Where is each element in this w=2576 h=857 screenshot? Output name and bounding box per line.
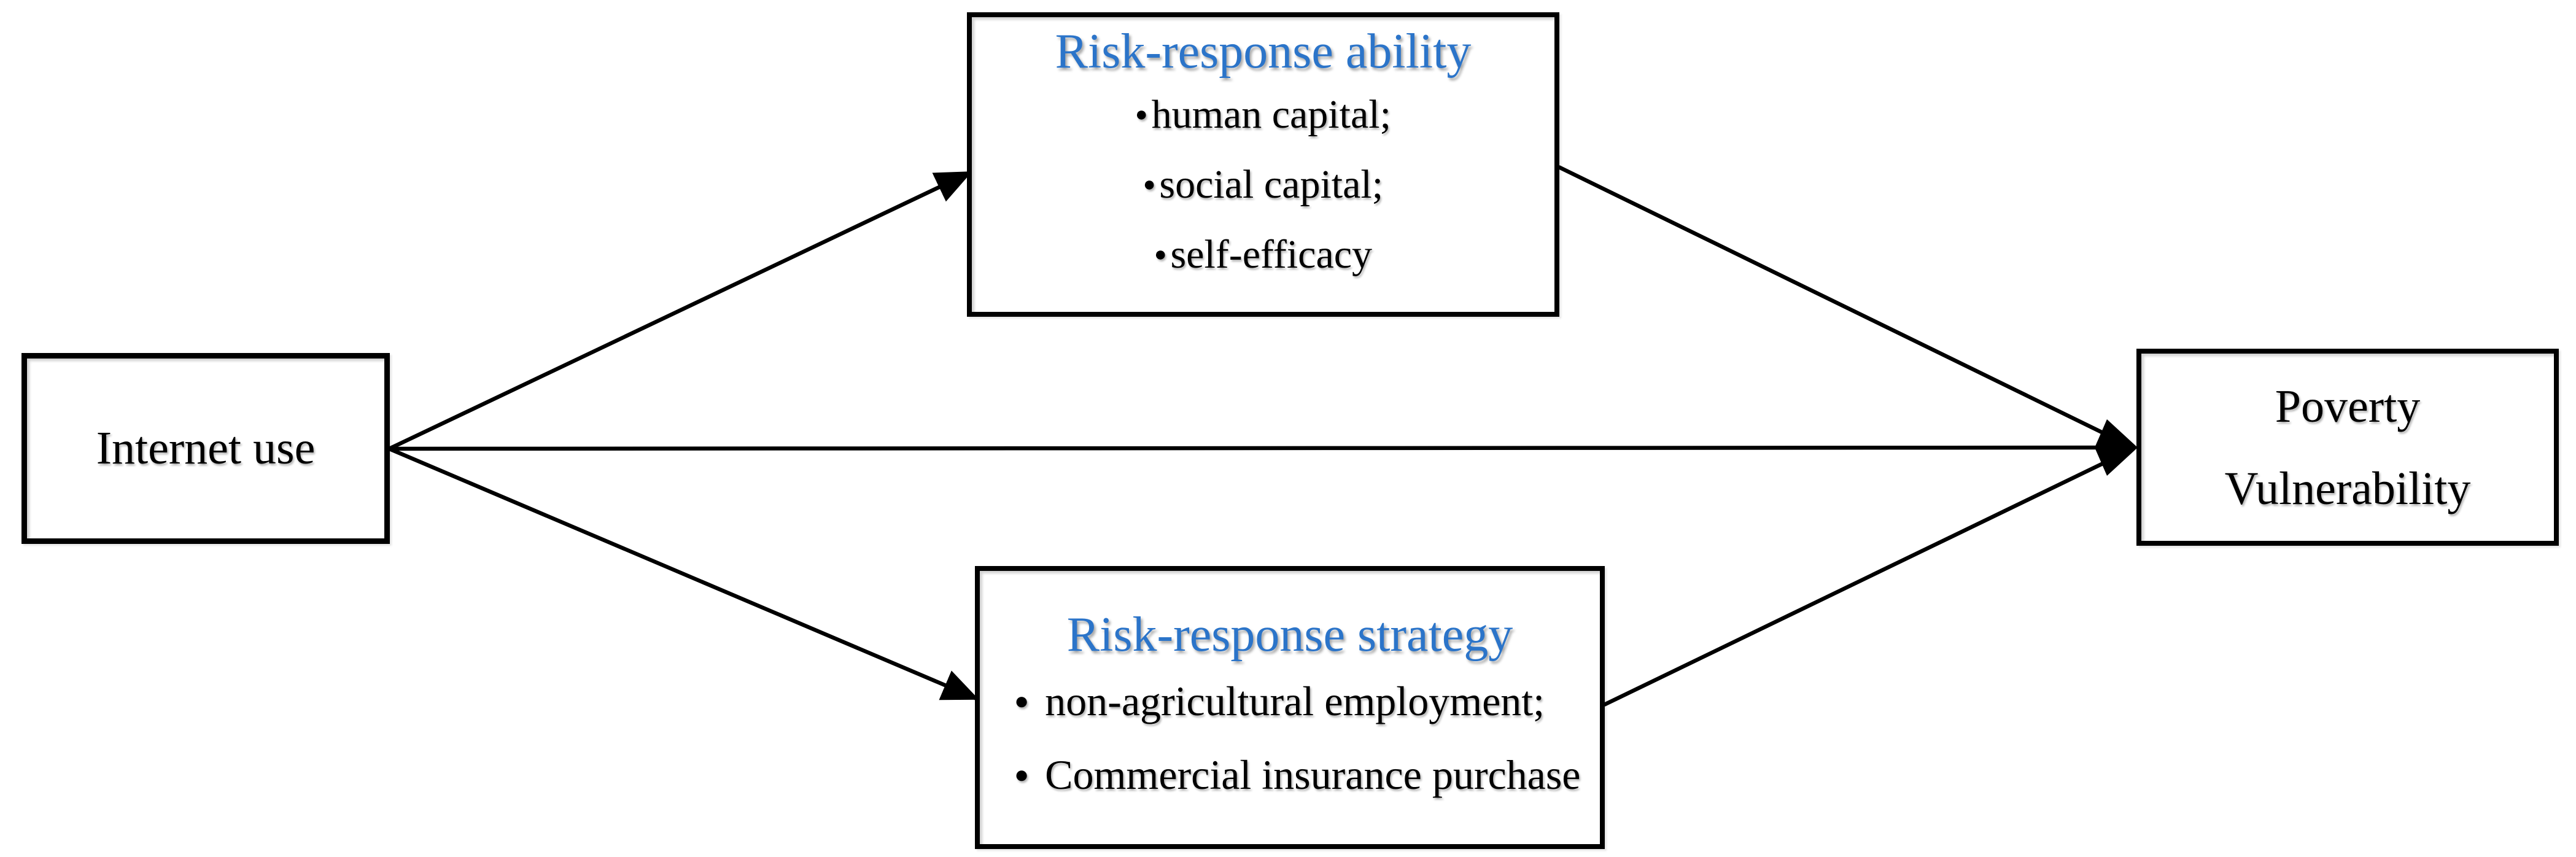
list-item: ● non-agricultural employment;	[1014, 677, 1600, 726]
node-title: Risk-response ability	[1055, 25, 1472, 79]
item-label: human capital;	[1151, 92, 1391, 137]
node-label: Internet use	[96, 422, 316, 474]
node-risk-response-strategy: Risk-response strategy ● non-agricultura…	[975, 566, 1605, 849]
arrow-strategy-to-poverty	[1603, 455, 2118, 707]
arrow-internet-to-strategy	[388, 447, 979, 701]
arrow-internet-to-ability	[388, 170, 972, 451]
list-item: ● self-efficacy	[972, 231, 1554, 279]
bullet-icon: ●	[1135, 103, 1148, 126]
bullet-icon: ●	[1014, 687, 1030, 715]
arrow-internet-to-poverty	[389, 419, 2138, 476]
item-label: social capital;	[1159, 162, 1384, 207]
list-item: ● human capital;	[972, 91, 1554, 139]
item-label: non-agricultural employment;	[1045, 678, 1545, 724]
strategy-item-list: ● non-agricultural employment; ● Commerc…	[980, 677, 1600, 799]
list-item: ● Commercial insurance purchase	[1014, 750, 1600, 799]
node-risk-response-ability: Risk-response ability ● human capital; ●…	[967, 12, 1559, 317]
node-internet-use: Internet use	[21, 353, 390, 544]
node-title: Risk-response strategy	[1066, 608, 1513, 662]
bullet-icon: ●	[1143, 173, 1156, 196]
arrow-ability-to-poverty	[1558, 165, 2118, 441]
bullet-icon: ●	[1154, 243, 1167, 266]
ability-item-list: ● human capital; ● social capital; ● sel…	[972, 91, 1554, 279]
node-label-line2: Vulnerability	[2224, 462, 2471, 514]
node-label-line1: Poverty	[2275, 380, 2421, 432]
item-label: self-efficacy	[1170, 232, 1373, 277]
bullet-icon: ●	[1014, 761, 1030, 788]
node-poverty-vulnerability: Poverty Vulnerability	[2136, 349, 2559, 546]
list-item: ● social capital;	[972, 161, 1554, 209]
item-label: Commercial insurance purchase	[1045, 751, 1581, 798]
